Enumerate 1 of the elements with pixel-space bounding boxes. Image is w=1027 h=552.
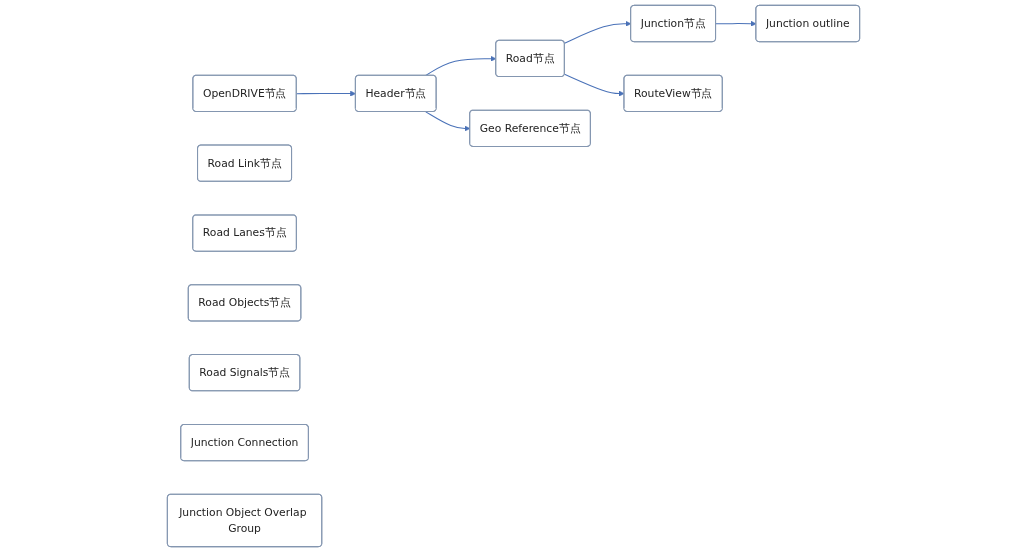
arrow: [296, 90, 356, 97]
